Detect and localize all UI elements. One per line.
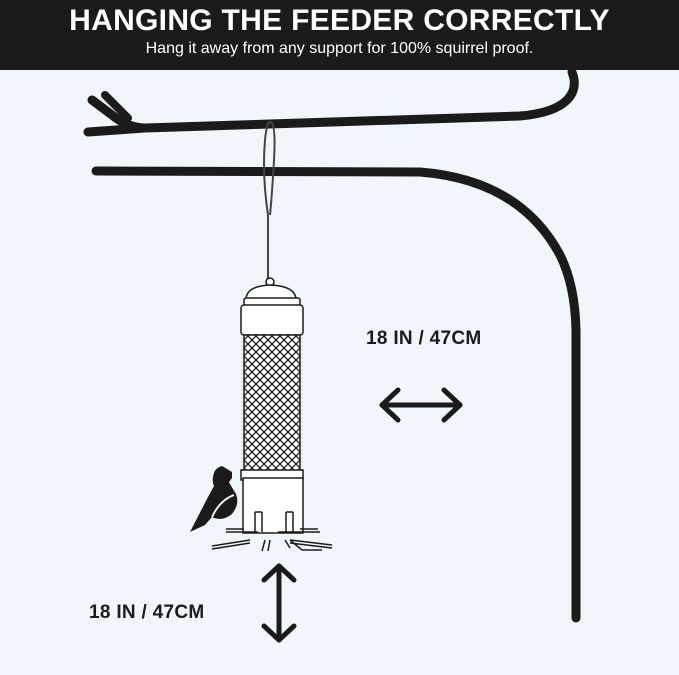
horizontal-dimension-arrow — [379, 387, 463, 423]
tree-branch — [83, 70, 579, 137]
vertical-clearance-label: 18 IN / 47CM — [89, 602, 205, 623]
vertical-dimension-arrow — [261, 563, 297, 643]
tree-branch-twig — [101, 91, 132, 122]
page-subtitle: Hang it away from any support for 100% s… — [145, 40, 534, 57]
hanging-diagram — [83, 70, 581, 643]
bird-feeder — [211, 277, 333, 552]
header-banner: HANGING THE FEEDER CORRECTLY Hang it awa… — [0, 0, 679, 70]
bird-silhouette-icon — [190, 466, 238, 532]
hanging-wire — [263, 120, 276, 282]
support-pole — [91, 166, 581, 623]
horizontal-clearance-label: 18 IN / 47CM — [366, 328, 482, 349]
page-title: HANGING THE FEEDER CORRECTLY — [69, 4, 610, 37]
